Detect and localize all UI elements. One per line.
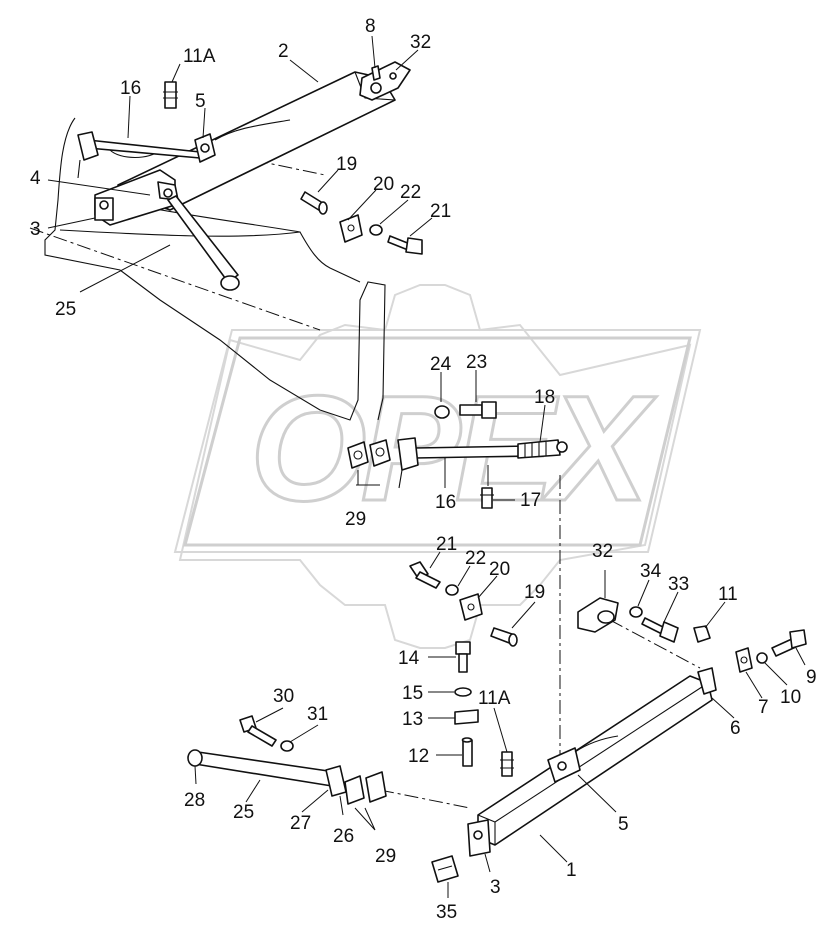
washer-34 — [629, 606, 643, 618]
callout-14: 14 — [398, 648, 420, 669]
bolt-14 — [455, 641, 471, 655]
middle-rod-assembly — [347, 401, 568, 509]
callout-10: 10 — [780, 687, 801, 708]
fitting-11a-bottom — [501, 751, 513, 777]
callout-29-mid: 29 — [345, 509, 366, 530]
callout-3-top: 3 — [30, 219, 41, 240]
callout-34: 34 — [640, 561, 662, 582]
callout-31: 31 — [307, 704, 328, 725]
callout-19-top: 19 — [336, 154, 357, 175]
washer-15 — [454, 687, 472, 697]
callout-1: 1 — [566, 860, 577, 881]
block-35 — [431, 855, 459, 883]
callout-11a-bottom: 11A — [478, 688, 511, 709]
plate-29-mid-b — [369, 439, 391, 467]
fitting-11a-top — [164, 81, 177, 109]
callout-6: 6 — [730, 718, 741, 739]
callout-26: 26 — [333, 826, 354, 847]
fitting-17 — [481, 487, 493, 509]
rod-16-top — [87, 139, 201, 159]
bolt-23 — [459, 404, 483, 416]
callout-32-top: 32 — [410, 32, 431, 53]
callout-5-bottom: 5 — [618, 814, 629, 835]
callout-20-top: 20 — [373, 174, 394, 195]
callout-22-mid: 22 — [465, 548, 486, 569]
plate-29-bottom-b — [365, 771, 387, 803]
watermark: OPEX — [173, 284, 702, 649]
callout-4: 4 — [30, 168, 41, 189]
arm-25-top — [167, 195, 239, 283]
callout-5-top: 5 — [195, 91, 206, 112]
plate-20-mid — [459, 593, 483, 621]
leader-lines — [47, 35, 806, 898]
upper-frame-assembly — [77, 61, 423, 291]
plate-29-bottom-a — [344, 775, 365, 805]
end-cap-6 — [697, 667, 717, 695]
callout-27: 27 — [290, 813, 311, 834]
rod-16-mid — [414, 445, 531, 459]
washer-22-mid — [445, 584, 459, 596]
callout-28: 28 — [184, 790, 205, 811]
callout-25-bottom: 25 — [233, 802, 254, 823]
callout-11a-top: 11A — [183, 46, 216, 67]
callout-18: 18 — [534, 387, 555, 408]
callout-24: 24 — [430, 354, 452, 375]
callout-33: 33 — [668, 574, 689, 595]
nut-11 — [693, 625, 711, 643]
plate-29-mid-a — [347, 441, 369, 469]
washer-31 — [280, 740, 294, 752]
callout-8: 8 — [365, 16, 376, 37]
callout-9: 9 — [806, 667, 817, 688]
washer-24 — [434, 405, 450, 419]
callout-35: 35 — [436, 902, 457, 923]
clip-7 — [735, 647, 753, 673]
callout-15: 15 — [402, 683, 423, 704]
callout-22-top: 22 — [400, 182, 421, 203]
callout-12: 12 — [408, 746, 429, 767]
callout-17: 17 — [520, 490, 541, 511]
callout-20-mid: 20 — [489, 559, 510, 580]
washer-22-top — [369, 224, 383, 236]
pin-8 — [371, 65, 381, 81]
arm-25-bottom — [194, 751, 336, 787]
callout-21-top: 21 — [430, 201, 451, 222]
callout-labels: 8 32 2 11A 16 5 4 3 19 20 22 21 25 24 23… — [30, 16, 817, 923]
callout-29-bottom: 29 — [375, 846, 396, 867]
lower-frame-assembly — [187, 561, 807, 883]
callout-11: 11 — [718, 584, 738, 605]
top-end-plate-32 — [359, 61, 411, 101]
callout-3-bottom: 3 — [490, 877, 501, 898]
callout-32-mid: 32 — [592, 541, 613, 562]
plate-20-top — [339, 214, 363, 243]
plate-13 — [454, 709, 479, 725]
callout-23: 23 — [466, 352, 487, 373]
pin-12 — [462, 739, 473, 767]
callout-16-top: 16 — [120, 78, 141, 99]
callout-19-mid: 19 — [524, 582, 545, 603]
callout-30: 30 — [273, 686, 294, 707]
callout-16-mid: 16 — [435, 492, 456, 513]
flange-26 — [325, 765, 347, 797]
callout-21-mid: 21 — [436, 534, 457, 555]
washer-10 — [756, 652, 768, 664]
callout-2: 2 — [278, 41, 289, 62]
callout-25-top: 25 — [55, 299, 76, 320]
callout-13: 13 — [402, 709, 423, 730]
callout-7: 7 — [758, 697, 769, 718]
